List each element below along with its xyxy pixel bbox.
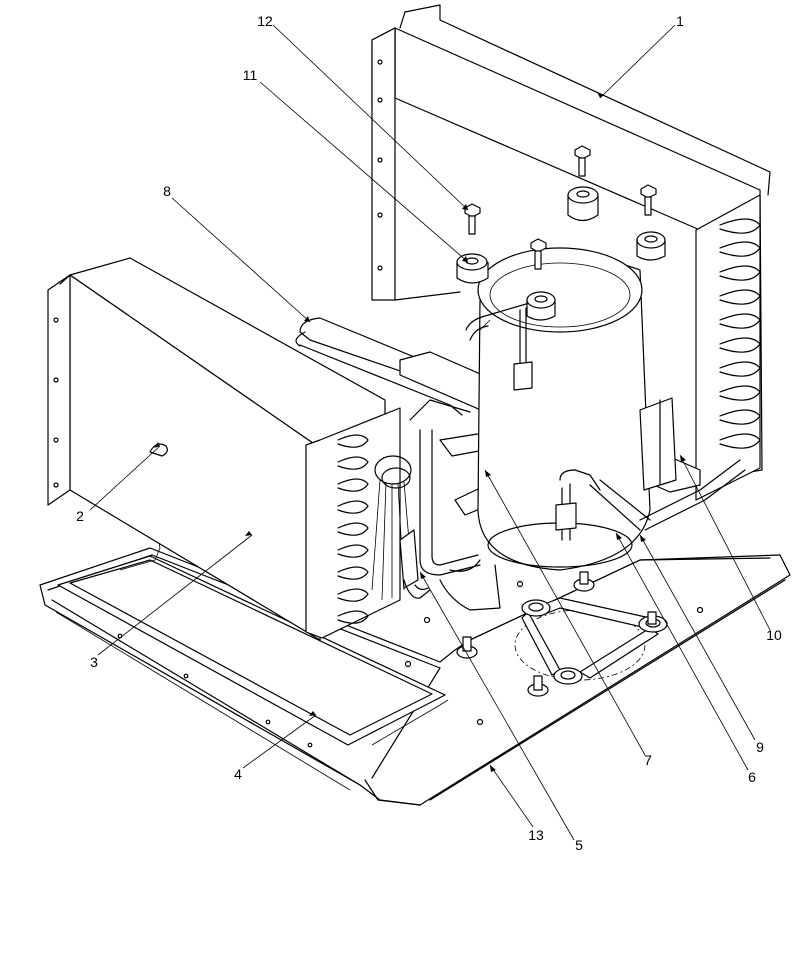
callout-5: 5 (575, 837, 583, 853)
evaporator-coil (47, 257, 401, 641)
callout-7: 7 (644, 752, 652, 768)
callout-1: 1 (676, 13, 684, 29)
bolt (464, 145, 657, 270)
callout-labels: 1 2 3 4 5 6 7 8 9 10 11 12 13 (76, 13, 782, 853)
grommet (456, 186, 666, 321)
callout-11: 11 (243, 67, 258, 83)
callout-3: 3 (90, 654, 98, 670)
distributor-tubes (371, 455, 419, 601)
callout-10: 10 (766, 627, 782, 643)
mount-foot (456, 571, 668, 697)
leader-lines (89, 24, 771, 841)
callout-9: 9 (756, 739, 764, 755)
condenser-coil (371, 4, 771, 501)
callout-6: 6 (748, 769, 756, 785)
condenser-return-bends (719, 218, 761, 449)
evaporator-return-bends (337, 434, 369, 624)
callout-4: 4 (234, 766, 242, 782)
callout-8: 8 (163, 183, 171, 199)
suction-tubing (295, 317, 501, 611)
callout-13: 13 (528, 827, 544, 843)
compressor-mount (456, 571, 668, 697)
sensor-clip (149, 443, 168, 457)
callout-12: 12 (257, 13, 273, 29)
callout-2: 2 (76, 508, 84, 524)
compressor (456, 145, 746, 571)
